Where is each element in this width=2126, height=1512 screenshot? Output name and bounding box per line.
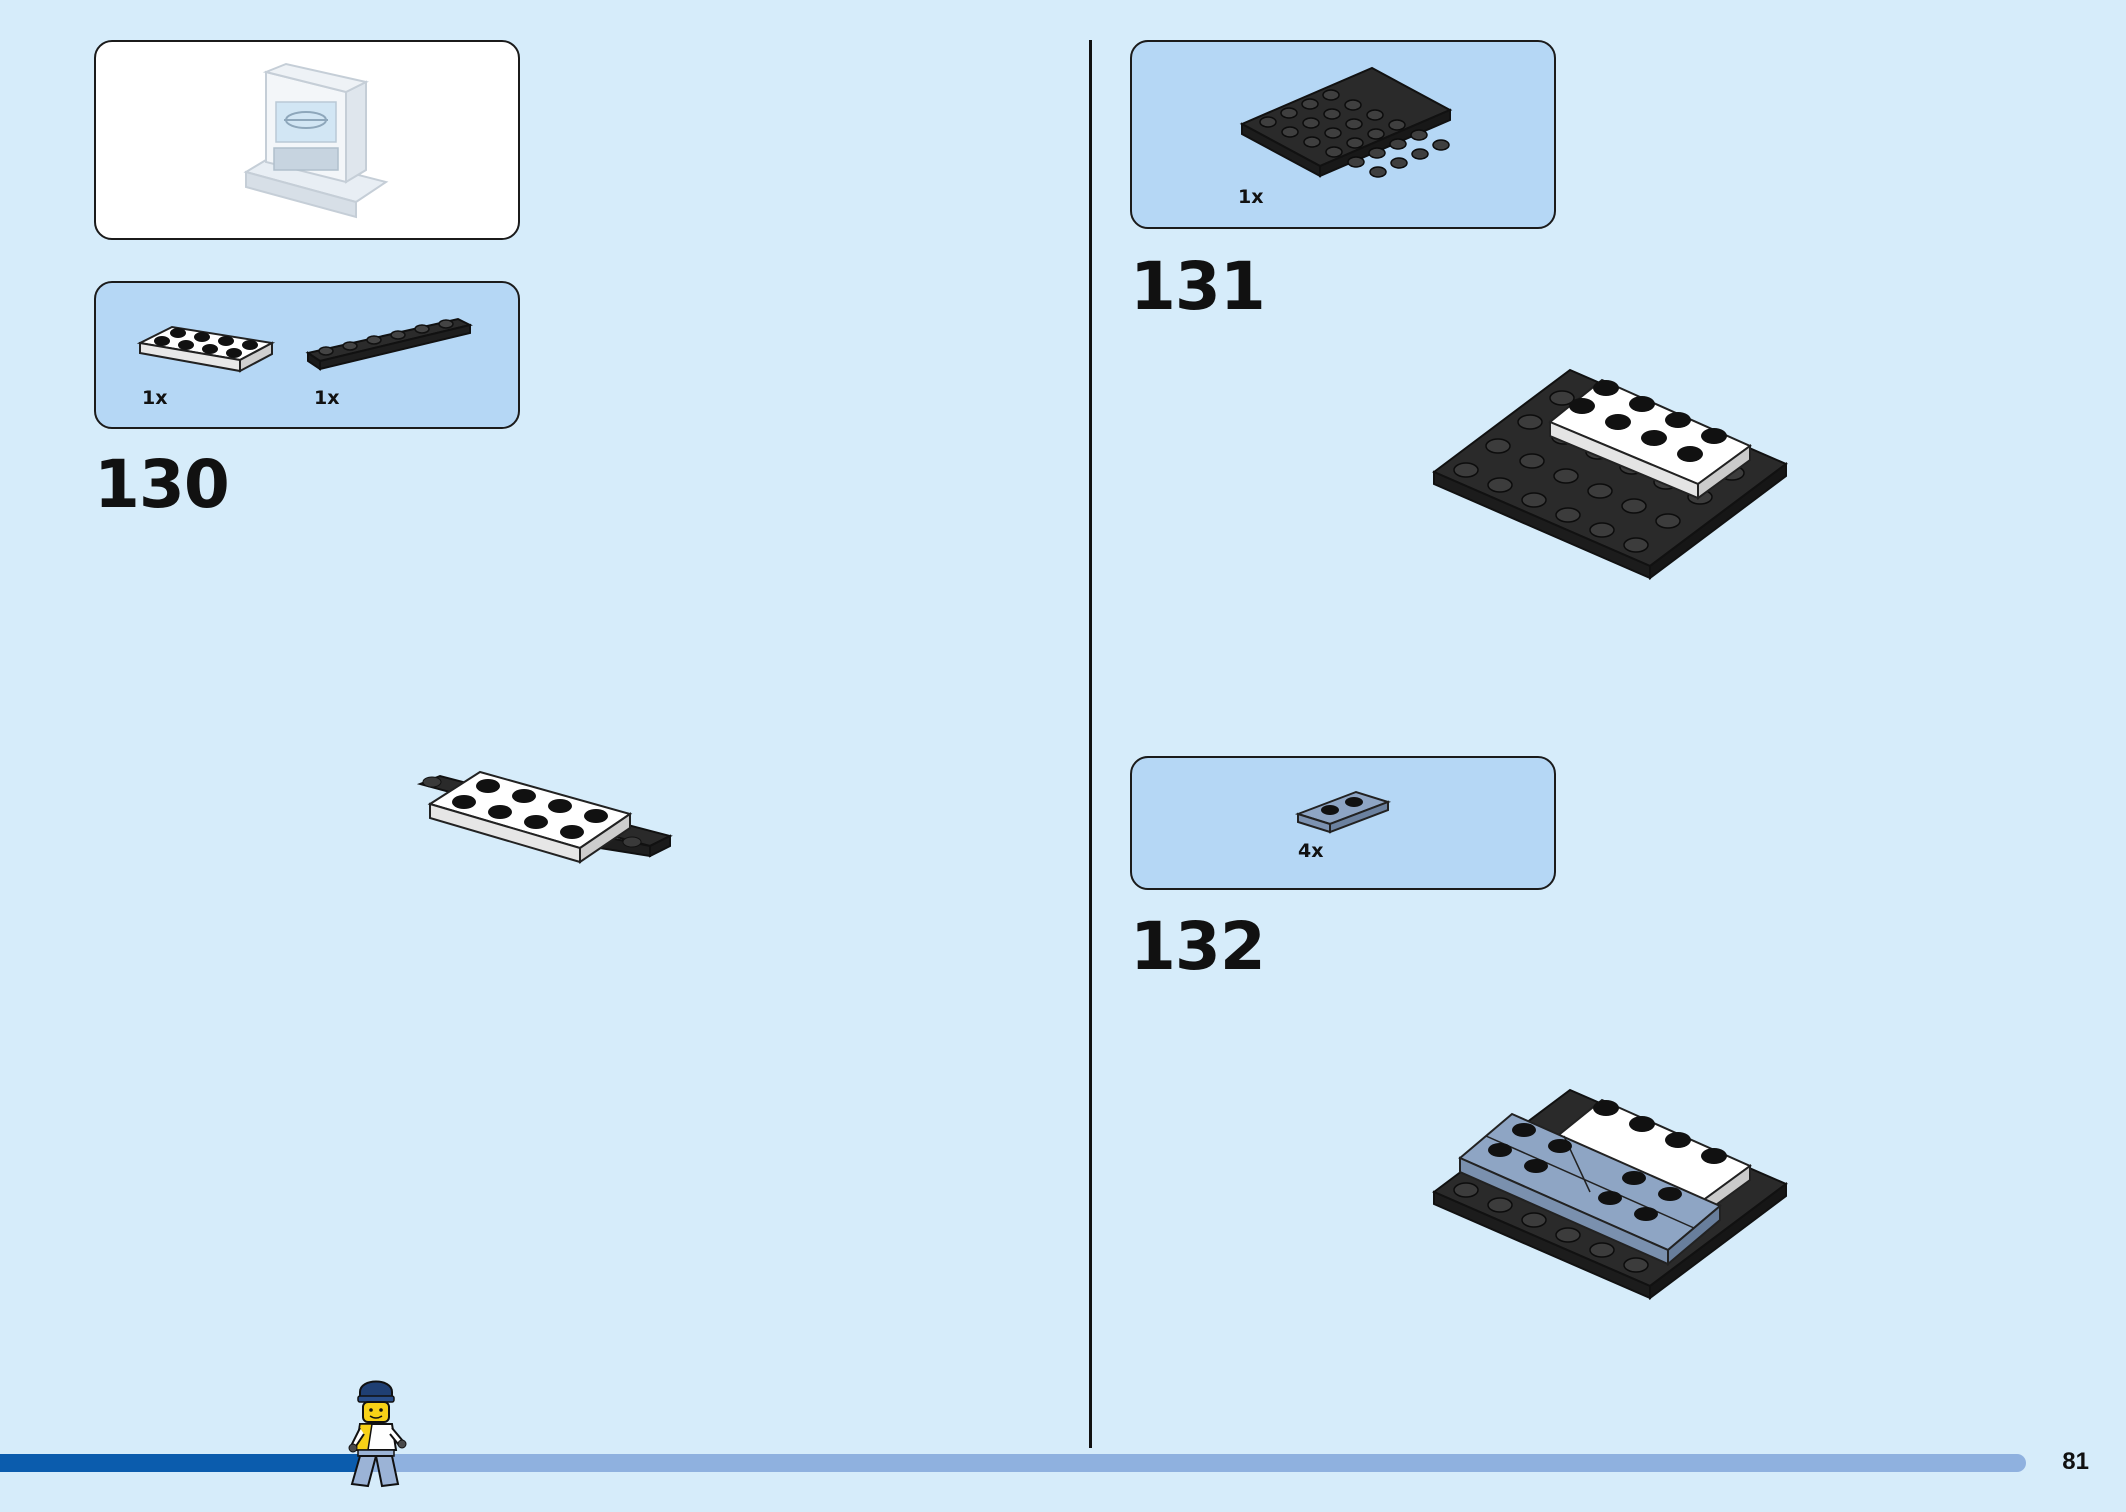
stud (1623, 1257, 1649, 1273)
stud (1325, 146, 1343, 158)
stud (1555, 507, 1581, 523)
build-progress-fill (0, 1454, 365, 1472)
stud (1323, 108, 1341, 120)
stud (1344, 99, 1362, 111)
black-4x6-plate-icon (1239, 66, 1453, 178)
part-qty: 4x (1298, 840, 1324, 862)
stud (1345, 118, 1363, 130)
stud (1302, 117, 1320, 129)
stud (1366, 109, 1384, 121)
sand-blue-1x2-plate-icon (1294, 790, 1392, 834)
stud (1623, 537, 1649, 553)
stud (1410, 129, 1428, 141)
stud (1487, 1197, 1513, 1213)
step-131-parts-box: 1x (1130, 40, 1556, 229)
black-1x6-plate-icon (305, 317, 473, 371)
stud (1549, 390, 1575, 406)
stud (1389, 138, 1407, 150)
stud (1517, 414, 1543, 430)
stud (1281, 126, 1299, 138)
stud (1519, 453, 1545, 469)
stud (1621, 498, 1647, 514)
stud (1453, 462, 1479, 478)
page-divider (1089, 40, 1092, 1448)
step-130-assembly-image (416, 770, 673, 864)
stud (1368, 147, 1386, 159)
page-number: 81 (2062, 1448, 2089, 1475)
step-131-assembly-image (1432, 368, 1788, 580)
minifigure-icon (348, 1380, 407, 1488)
step-130-parts-box: 1x 1x (94, 281, 520, 429)
stud (1346, 137, 1364, 149)
stud (1390, 157, 1408, 169)
stud (1303, 136, 1321, 148)
part-qty: 1x (314, 387, 340, 409)
stud (1587, 483, 1613, 499)
stud (1553, 468, 1579, 484)
submodel-overview-box (94, 40, 520, 240)
step-number: 130 (94, 446, 230, 523)
step-number: 132 (1130, 908, 1266, 985)
step-number: 131 (1130, 248, 1266, 325)
stud (1411, 148, 1429, 160)
stud (1555, 1227, 1581, 1243)
part-qty: 1x (1238, 186, 1264, 208)
stud (1259, 116, 1277, 128)
stud (1324, 127, 1342, 139)
build-progress-bar (0, 1454, 2026, 1472)
stud (1280, 107, 1298, 119)
stud (1485, 438, 1511, 454)
stud (1655, 513, 1681, 529)
stud (1367, 128, 1385, 140)
white-2x4-plate-icon (136, 325, 276, 373)
part-qty: 1x (142, 387, 168, 409)
step-132-assembly-image (1432, 1088, 1788, 1300)
submodel-preview-image (243, 62, 389, 219)
stud (1322, 89, 1340, 101)
stud (1301, 98, 1319, 110)
stud (1521, 1212, 1547, 1228)
stud (1453, 1182, 1479, 1198)
stud (1388, 119, 1406, 131)
stud (1521, 492, 1547, 508)
step-132-parts-box: 4x (1130, 756, 1556, 890)
stud (1487, 477, 1513, 493)
stud (1589, 522, 1615, 538)
stud (1589, 1242, 1615, 1258)
stud (1347, 156, 1365, 168)
stud (1369, 166, 1387, 178)
stud (1432, 139, 1450, 151)
